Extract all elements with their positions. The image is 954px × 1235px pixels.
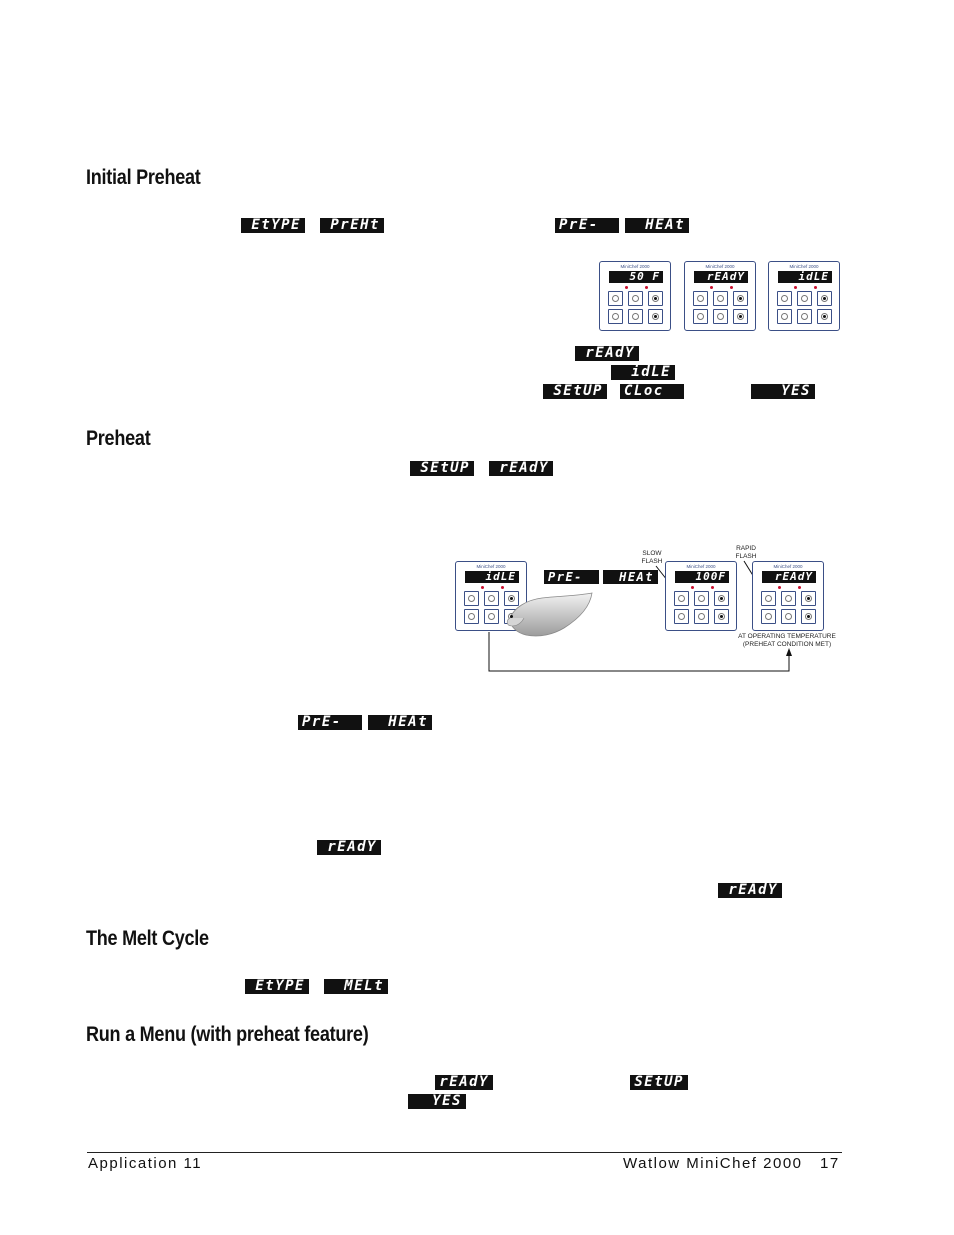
lcd-heat: HEAt xyxy=(368,715,432,730)
lcd-setup: SEtUP xyxy=(410,461,474,476)
lcd-melt: MELt xyxy=(324,979,388,994)
controller-device: MiniChef 2000 rEAdY xyxy=(684,261,756,331)
heading-run-menu: Run a Menu (with preheat feature) xyxy=(86,1023,369,1046)
control-key[interactable] xyxy=(608,291,623,306)
pressing-hand-icon xyxy=(506,592,593,637)
lcd-yes: YES xyxy=(408,1094,466,1109)
slow-flash-label: SLOW FLASH xyxy=(641,550,663,565)
control-key[interactable] xyxy=(628,309,643,324)
control-key[interactable] xyxy=(648,291,663,306)
control-key[interactable] xyxy=(464,609,479,624)
lcd-ready: rEAdY xyxy=(435,1075,493,1090)
control-key[interactable] xyxy=(801,591,816,606)
control-key[interactable] xyxy=(761,591,776,606)
controller-device: MiniChef 2000 50 F xyxy=(599,261,671,331)
control-key[interactable] xyxy=(674,609,689,624)
led-indicator xyxy=(691,586,694,589)
heading-preheat: Preheat xyxy=(86,427,151,450)
lcd-ready: rEAdY xyxy=(575,346,639,361)
lcd-etype: EtYPE xyxy=(241,218,305,233)
lcd-pre: PrE- xyxy=(298,715,362,730)
control-key[interactable] xyxy=(648,309,663,324)
control-key[interactable] xyxy=(464,591,479,606)
led-indicator xyxy=(481,586,484,589)
control-key[interactable] xyxy=(628,291,643,306)
controller-device: MiniChef 2000 rEAdY xyxy=(752,561,824,631)
lcd-yes: YES xyxy=(751,384,815,399)
device-screen: 50 F xyxy=(609,271,663,283)
lcd-ready: rEAdY xyxy=(718,883,782,898)
lcd-heat: HEAt xyxy=(603,570,658,584)
control-key[interactable] xyxy=(777,291,792,306)
control-key[interactable] xyxy=(693,291,708,306)
led-indicator xyxy=(645,286,648,289)
control-key[interactable] xyxy=(694,609,709,624)
device-brand: MiniChef 2000 xyxy=(686,564,716,569)
device-brand: MiniChef 2000 xyxy=(476,564,506,569)
footer-section: Application 11 xyxy=(88,1155,203,1172)
lcd-idle: idLE xyxy=(611,365,675,380)
device-screen: rEAdY xyxy=(694,271,748,283)
lcd-setup: SEtUP xyxy=(543,384,607,399)
lcd-preht: PrEHt xyxy=(320,218,384,233)
device-screen: rEAdY xyxy=(762,571,816,583)
rapid-flash-label: RAPID FLASH xyxy=(735,545,757,560)
controller-device: MiniChef 2000 100F xyxy=(665,561,737,631)
control-key[interactable] xyxy=(733,309,748,324)
device-screen: idLE xyxy=(465,571,519,583)
device-brand: MiniChef 2000 xyxy=(620,264,650,269)
lcd-heat: HEAt xyxy=(625,218,689,233)
operating-temperature-label: AT OPERATING TEMPERATURE (PREHEAT CONDIT… xyxy=(738,633,836,648)
lcd-cloc: CLoc xyxy=(620,384,684,399)
lcd-pre: PrE- xyxy=(544,570,599,584)
control-key[interactable] xyxy=(797,309,812,324)
control-key[interactable] xyxy=(781,609,796,624)
device-screen: idLE xyxy=(778,271,832,283)
lcd-ready: rEAdY xyxy=(317,840,381,855)
control-key[interactable] xyxy=(694,591,709,606)
device-screen: 100F xyxy=(675,571,729,583)
control-key[interactable] xyxy=(777,309,792,324)
led-indicator xyxy=(814,286,817,289)
device-brand: MiniChef 2000 xyxy=(789,264,819,269)
led-indicator xyxy=(625,286,628,289)
footer-product: Watlow MiniChef 2000 xyxy=(623,1155,803,1172)
heading-melt-cycle: The Melt Cycle xyxy=(86,927,209,950)
control-key[interactable] xyxy=(817,309,832,324)
control-key[interactable] xyxy=(781,591,796,606)
footer-rule xyxy=(87,1152,842,1153)
control-key[interactable] xyxy=(608,309,623,324)
control-key[interactable] xyxy=(713,309,728,324)
control-key[interactable] xyxy=(713,291,728,306)
led-indicator xyxy=(710,286,713,289)
footer-page-number: 17 xyxy=(820,1155,840,1172)
device-brand: MiniChef 2000 xyxy=(705,264,735,269)
device-brand: MiniChef 2000 xyxy=(773,564,803,569)
led-indicator xyxy=(501,586,504,589)
control-key[interactable] xyxy=(733,291,748,306)
control-key[interactable] xyxy=(801,609,816,624)
lcd-ready: rEAdY xyxy=(489,461,553,476)
led-indicator xyxy=(798,586,801,589)
lcd-pre: PrE- xyxy=(555,218,619,233)
led-indicator xyxy=(730,286,733,289)
control-key[interactable] xyxy=(797,291,812,306)
led-indicator xyxy=(711,586,714,589)
control-key[interactable] xyxy=(693,309,708,324)
control-key[interactable] xyxy=(761,609,776,624)
led-indicator xyxy=(778,586,781,589)
control-key[interactable] xyxy=(714,609,729,624)
lcd-etype: EtYPE xyxy=(245,979,309,994)
lcd-setup: SEtUP xyxy=(630,1075,688,1090)
controller-device: MiniChef 2000 idLE xyxy=(768,261,840,331)
control-key[interactable] xyxy=(504,591,519,606)
control-key[interactable] xyxy=(817,291,832,306)
control-key[interactable] xyxy=(674,591,689,606)
control-key[interactable] xyxy=(714,591,729,606)
control-key[interactable] xyxy=(484,609,499,624)
led-indicator xyxy=(794,286,797,289)
control-key[interactable] xyxy=(484,591,499,606)
heading-initial-preheat: Initial Preheat xyxy=(86,166,201,189)
